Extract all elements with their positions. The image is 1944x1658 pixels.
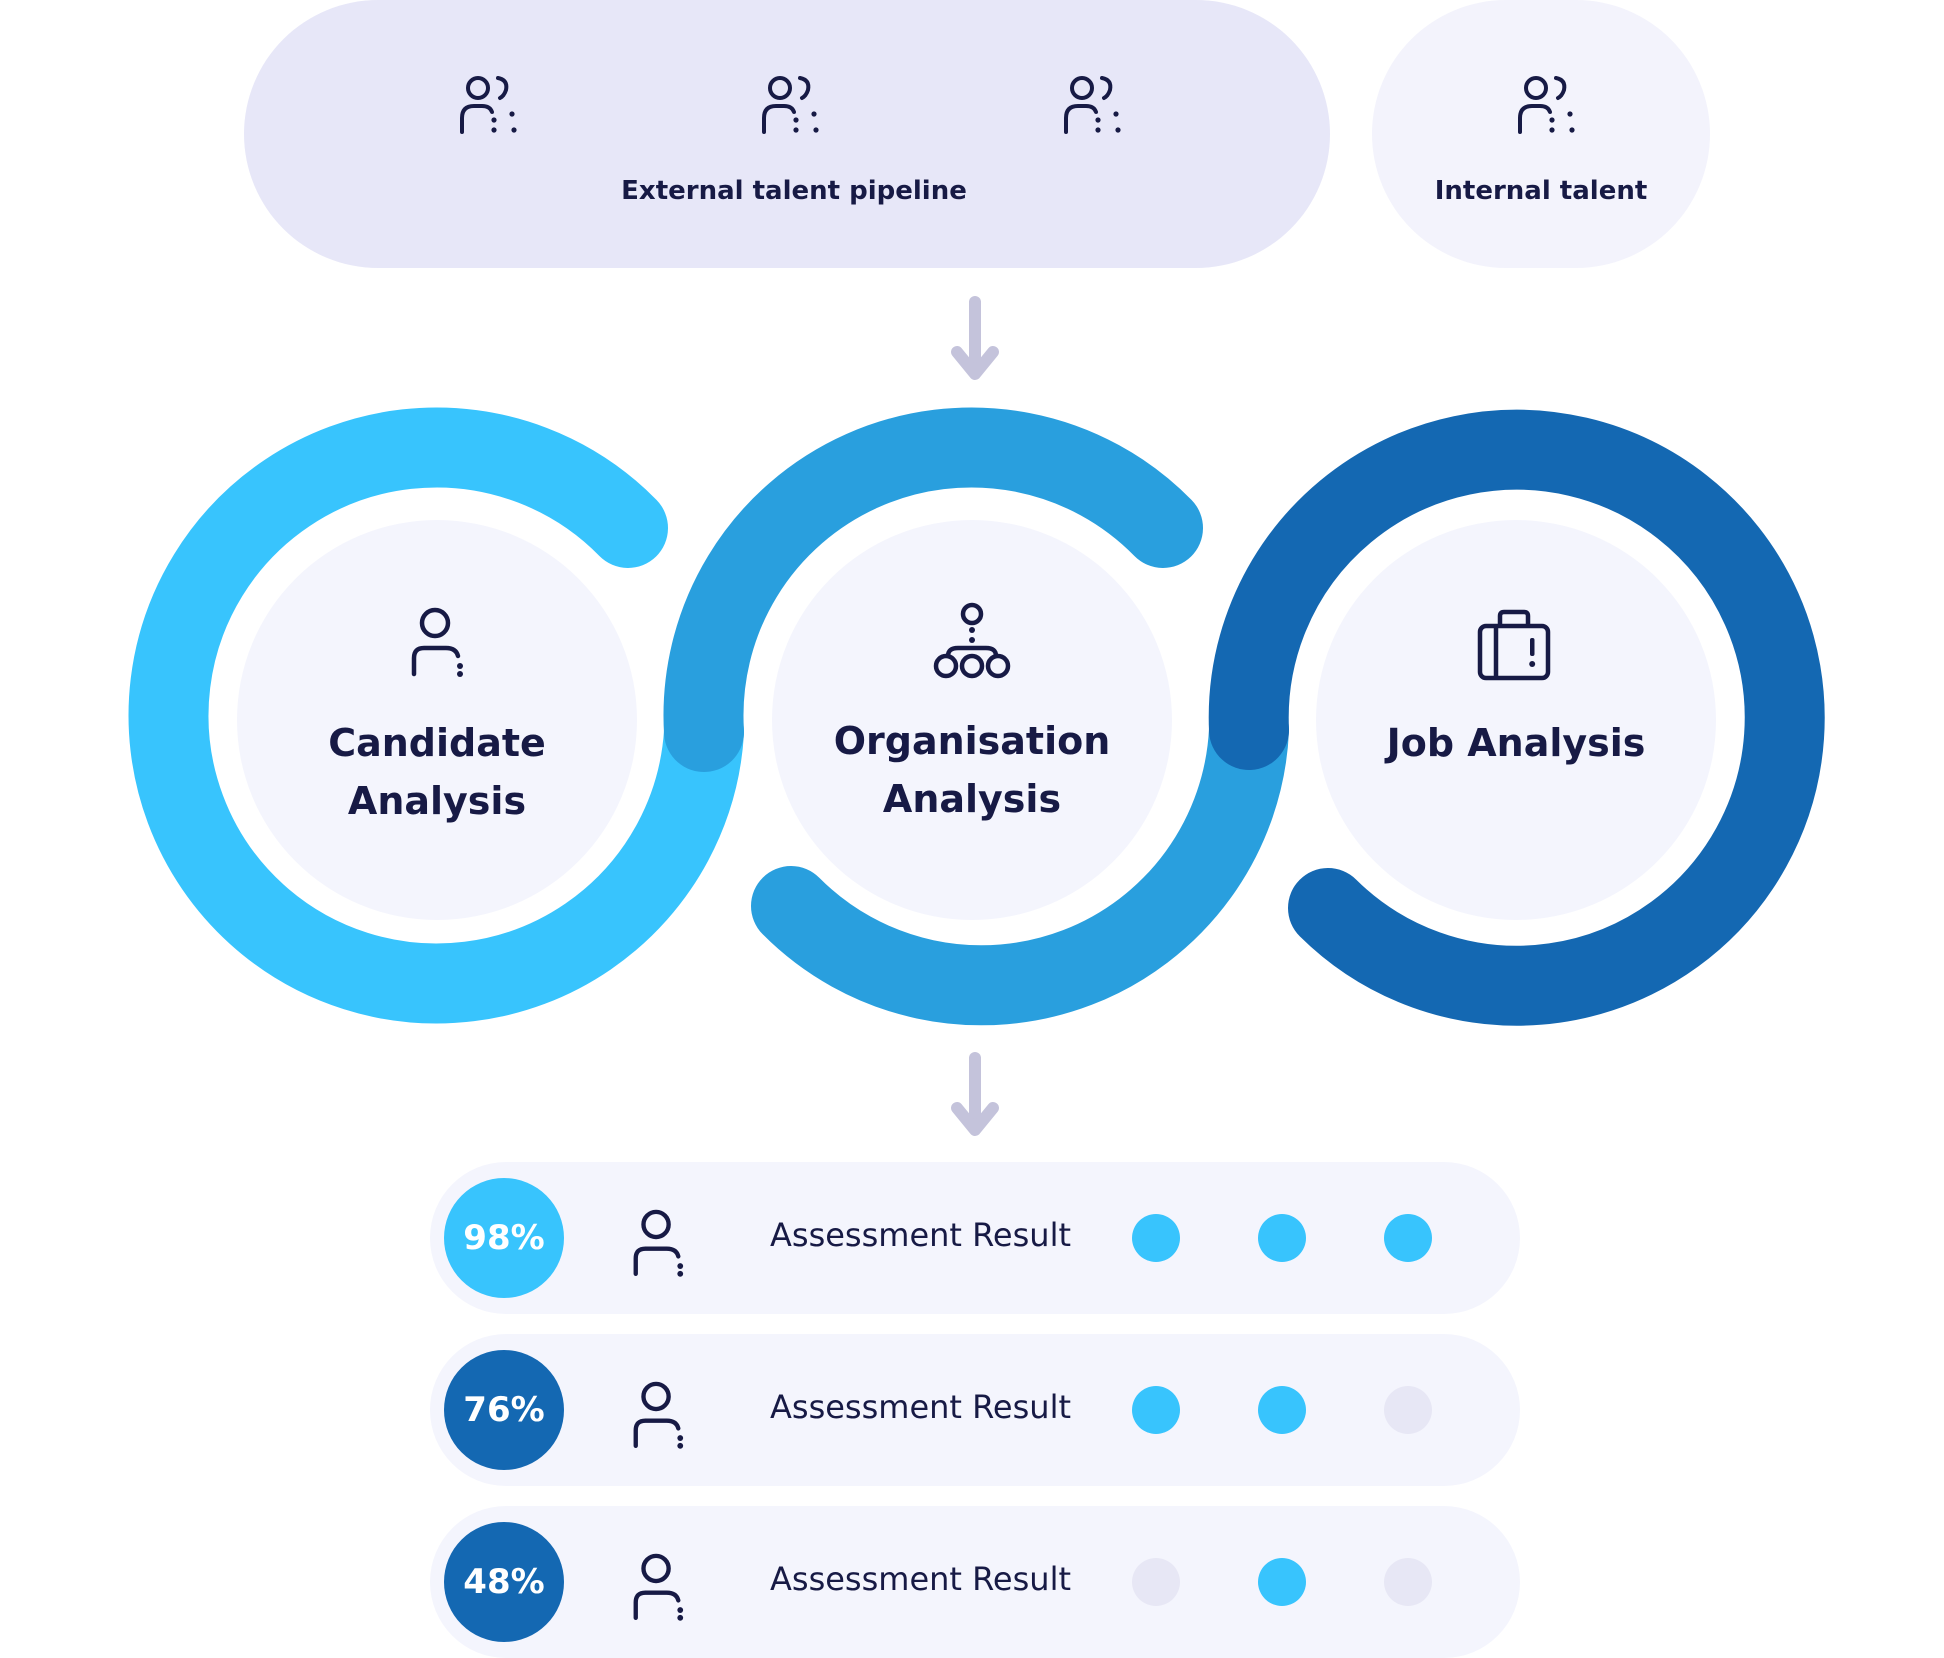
people-icon bbox=[1514, 72, 1578, 136]
job-analysis-title-line1: Job Analysis bbox=[1386, 721, 1646, 765]
rating-dot bbox=[1258, 1558, 1306, 1606]
rating-dot bbox=[1258, 1214, 1306, 1262]
person-icon bbox=[628, 1208, 688, 1277]
org-chart-icon bbox=[933, 602, 1011, 680]
external-talent-pill bbox=[244, 0, 1330, 268]
internal-talent-label: Internal talent bbox=[1434, 176, 1648, 206]
rating-dot bbox=[1384, 1558, 1432, 1606]
person-icon bbox=[628, 1380, 688, 1449]
job-analysis-title: Job Analysis bbox=[1316, 714, 1716, 772]
organisation-ring-top bbox=[663, 407, 1203, 772]
job-ring bbox=[1208, 409, 1825, 1026]
organisation-analysis-title-line2: Analysis bbox=[882, 777, 1062, 821]
analysis-rings bbox=[128, 407, 1825, 1026]
assessment-result-label: Assessment Result bbox=[770, 1560, 1071, 1598]
people-icon bbox=[1060, 72, 1124, 136]
person-icon bbox=[406, 606, 468, 678]
assessment-result-row: 98% Assessment Result bbox=[430, 1162, 1520, 1314]
candidate-analysis-title: Candidate Analysis bbox=[237, 714, 637, 830]
assessment-result-row: 48% Assessment Result bbox=[430, 1506, 1520, 1658]
person-icon bbox=[628, 1552, 688, 1621]
rating-dot bbox=[1258, 1386, 1306, 1434]
people-icon bbox=[456, 72, 520, 136]
rating-dot bbox=[1132, 1214, 1180, 1262]
assessment-result-label: Assessment Result bbox=[770, 1388, 1071, 1426]
rating-dot bbox=[1132, 1558, 1180, 1606]
rating-dot bbox=[1384, 1214, 1432, 1262]
assessment-result-label: Assessment Result bbox=[770, 1216, 1071, 1254]
candidate-ring bbox=[128, 407, 744, 1024]
candidate-analysis-title-line1: Candidate bbox=[328, 721, 546, 765]
organisation-analysis-title-line1: Organisation bbox=[833, 719, 1111, 763]
people-icon bbox=[758, 72, 822, 136]
candidate-analysis-title-line2: Analysis bbox=[347, 779, 527, 823]
job-analysis-circle bbox=[1316, 520, 1716, 920]
candidate-analysis-circle bbox=[237, 520, 637, 920]
organisation-analysis-title: Organisation Analysis bbox=[772, 712, 1172, 828]
score-badge: 48% bbox=[444, 1522, 564, 1642]
rating-dot bbox=[1132, 1386, 1180, 1434]
down-arrow-icon bbox=[950, 294, 1000, 384]
external-talent-label: External talent pipeline bbox=[621, 176, 967, 206]
internal-talent-pill bbox=[1372, 0, 1710, 268]
score-badge: 98% bbox=[444, 1178, 564, 1298]
organisation-analysis-circle bbox=[772, 520, 1172, 920]
down-arrow-icon bbox=[950, 1050, 1000, 1140]
briefcase-icon bbox=[1476, 608, 1552, 684]
organisation-ring-bottom bbox=[751, 690, 1289, 1026]
assessment-result-row: 76% Assessment Result bbox=[430, 1334, 1520, 1486]
rating-dot bbox=[1384, 1386, 1432, 1434]
score-badge: 76% bbox=[444, 1350, 564, 1470]
